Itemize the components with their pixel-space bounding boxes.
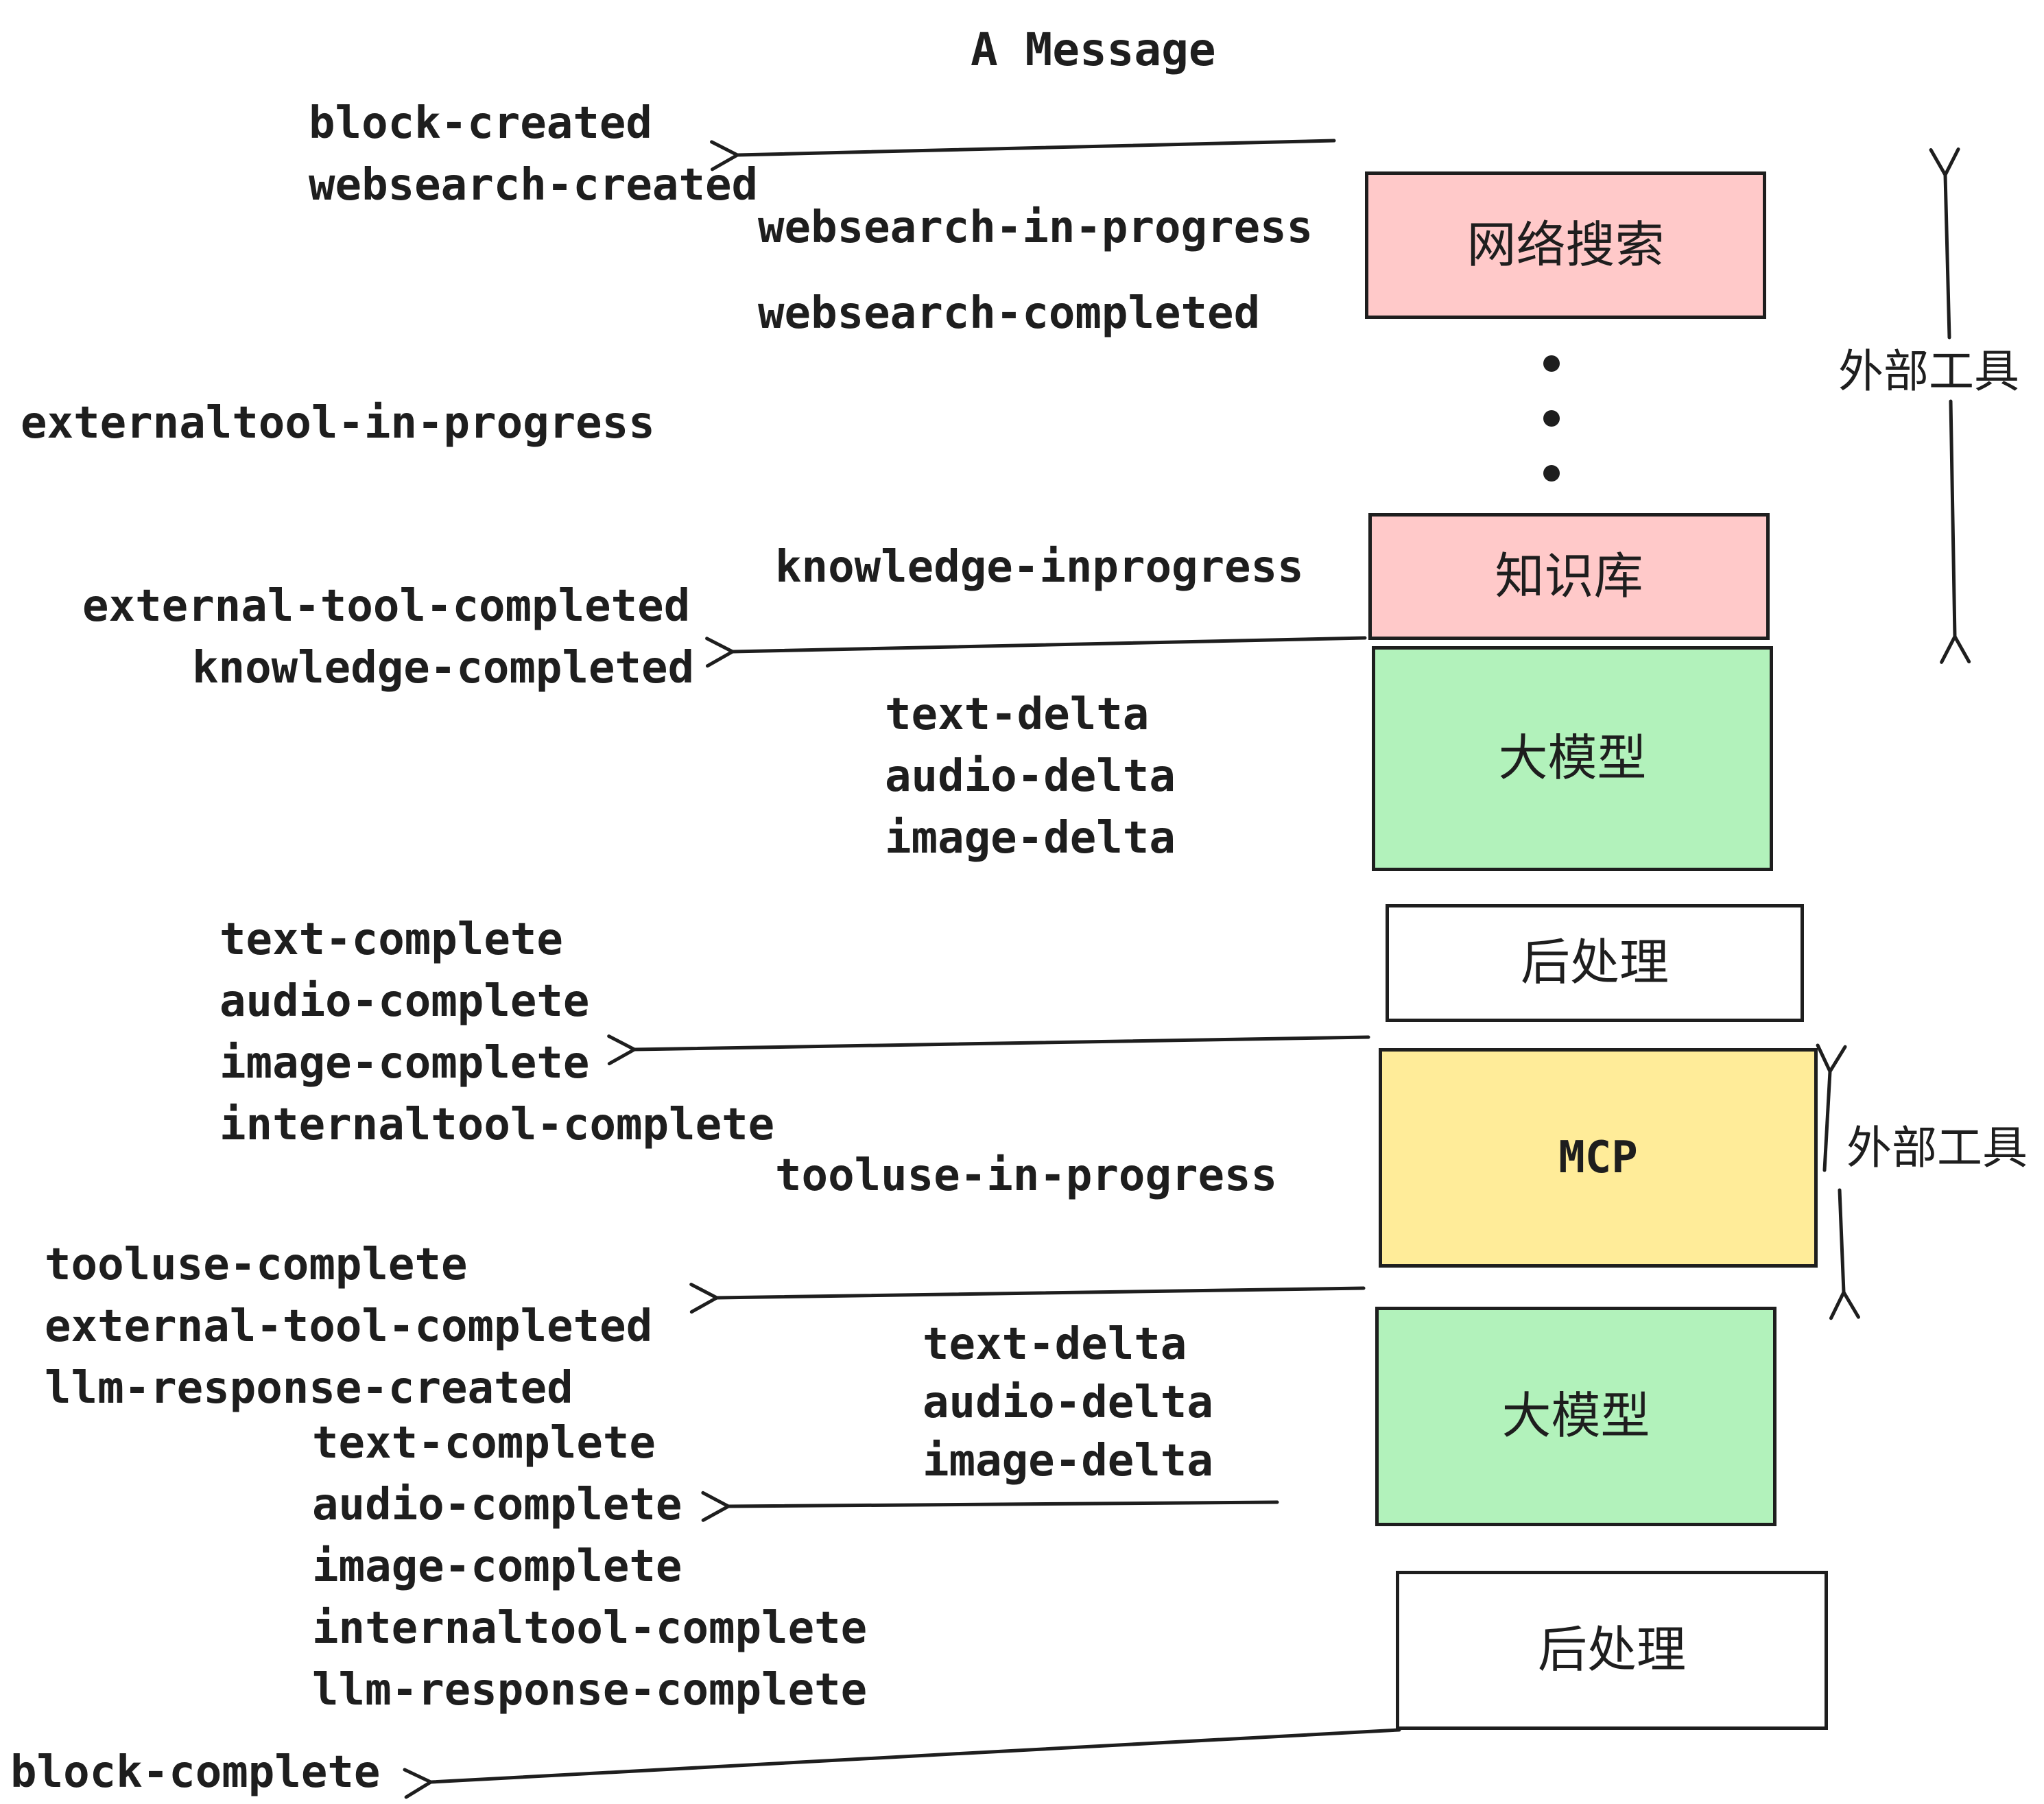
ellipsis-dots xyxy=(1543,355,1560,482)
annotation-external-tools-2: 外部工具 xyxy=(1846,1122,2028,1173)
diagram-title: A Message xyxy=(971,23,1216,76)
event-text-complete-2: text-complete xyxy=(312,1418,656,1469)
event-externaltool-in-progress: externaltool-in-progress xyxy=(21,398,655,449)
arrow-tooluse-complete xyxy=(689,1283,1366,1314)
arrow-knowledge-completed xyxy=(705,636,1367,668)
event-knowledge-completed: knowledge-completed xyxy=(192,643,695,693)
event-external-tool-completed: external-tool-completed xyxy=(82,581,691,632)
event-audio-complete-2: audio-complete xyxy=(312,1480,682,1530)
node-postprocess-2: 后处理 xyxy=(1396,1571,1828,1730)
node-websearch: 网络搜索 xyxy=(1365,171,1766,319)
event-llm-response-complete: llm-response-complete xyxy=(312,1665,868,1716)
event-text-delta-1: text-delta xyxy=(885,689,1150,740)
annotation-external-tools-1: 外部工具 xyxy=(1838,346,2019,396)
event-audio-complete-1: audio-complete xyxy=(219,976,590,1027)
event-text-delta-2: text-delta xyxy=(923,1319,1187,1370)
event-websearch-in-progress: websearch-in-progress xyxy=(758,202,1314,253)
event-block-created: block-created xyxy=(309,98,652,149)
arrow-external-tools-down-2 xyxy=(1829,1188,1860,1320)
event-text-complete-1: text-complete xyxy=(219,914,563,965)
event-audio-delta-1: audio-delta xyxy=(885,751,1176,802)
node-llm-1: 大模型 xyxy=(1372,646,1773,871)
event-internaltool-complete-1: internaltool-complete xyxy=(219,1100,775,1150)
event-websearch-created: websearch-created xyxy=(309,160,759,211)
event-image-delta-1: image-delta xyxy=(885,813,1176,864)
event-tooluse-in-progress: tooluse-in-progress xyxy=(775,1150,1278,1201)
event-internaltool-complete-2: internaltool-complete xyxy=(312,1603,868,1654)
event-image-delta-2: image-delta xyxy=(923,1436,1213,1486)
event-tooluse-complete: tooluse-complete xyxy=(45,1239,468,1290)
event-knowledge-inprogress: knowledge-inprogress xyxy=(775,542,1304,593)
node-llm-2: 大模型 xyxy=(1375,1307,1776,1526)
arrow-external-tools-down-1 xyxy=(1940,399,1971,664)
arrow-image-complete xyxy=(607,1034,1370,1066)
event-block-complete: block-complete xyxy=(10,1747,381,1798)
event-image-complete-1: image-complete xyxy=(219,1038,590,1089)
event-audio-delta-2: audio-delta xyxy=(923,1377,1213,1428)
arrow-websearch-created xyxy=(710,139,1336,171)
arrow-external-tools-up-2 xyxy=(1816,1043,1847,1172)
arrow-block-complete xyxy=(403,1728,1401,1799)
event-websearch-completed: websearch-completed xyxy=(758,288,1261,339)
node-mcp: MCP xyxy=(1379,1048,1818,1268)
arrow-audio-complete xyxy=(701,1491,1279,1522)
event-llm-response-created: llm-response-created xyxy=(45,1363,573,1414)
arrow-external-tools-up-1 xyxy=(1929,147,1960,340)
node-postprocess-1: 后处理 xyxy=(1386,904,1804,1022)
node-knowledge: 知识库 xyxy=(1368,513,1770,640)
event-image-complete-2: image-complete xyxy=(312,1541,682,1592)
event-external-tool-completed-2: external-tool-completed xyxy=(45,1301,653,1352)
